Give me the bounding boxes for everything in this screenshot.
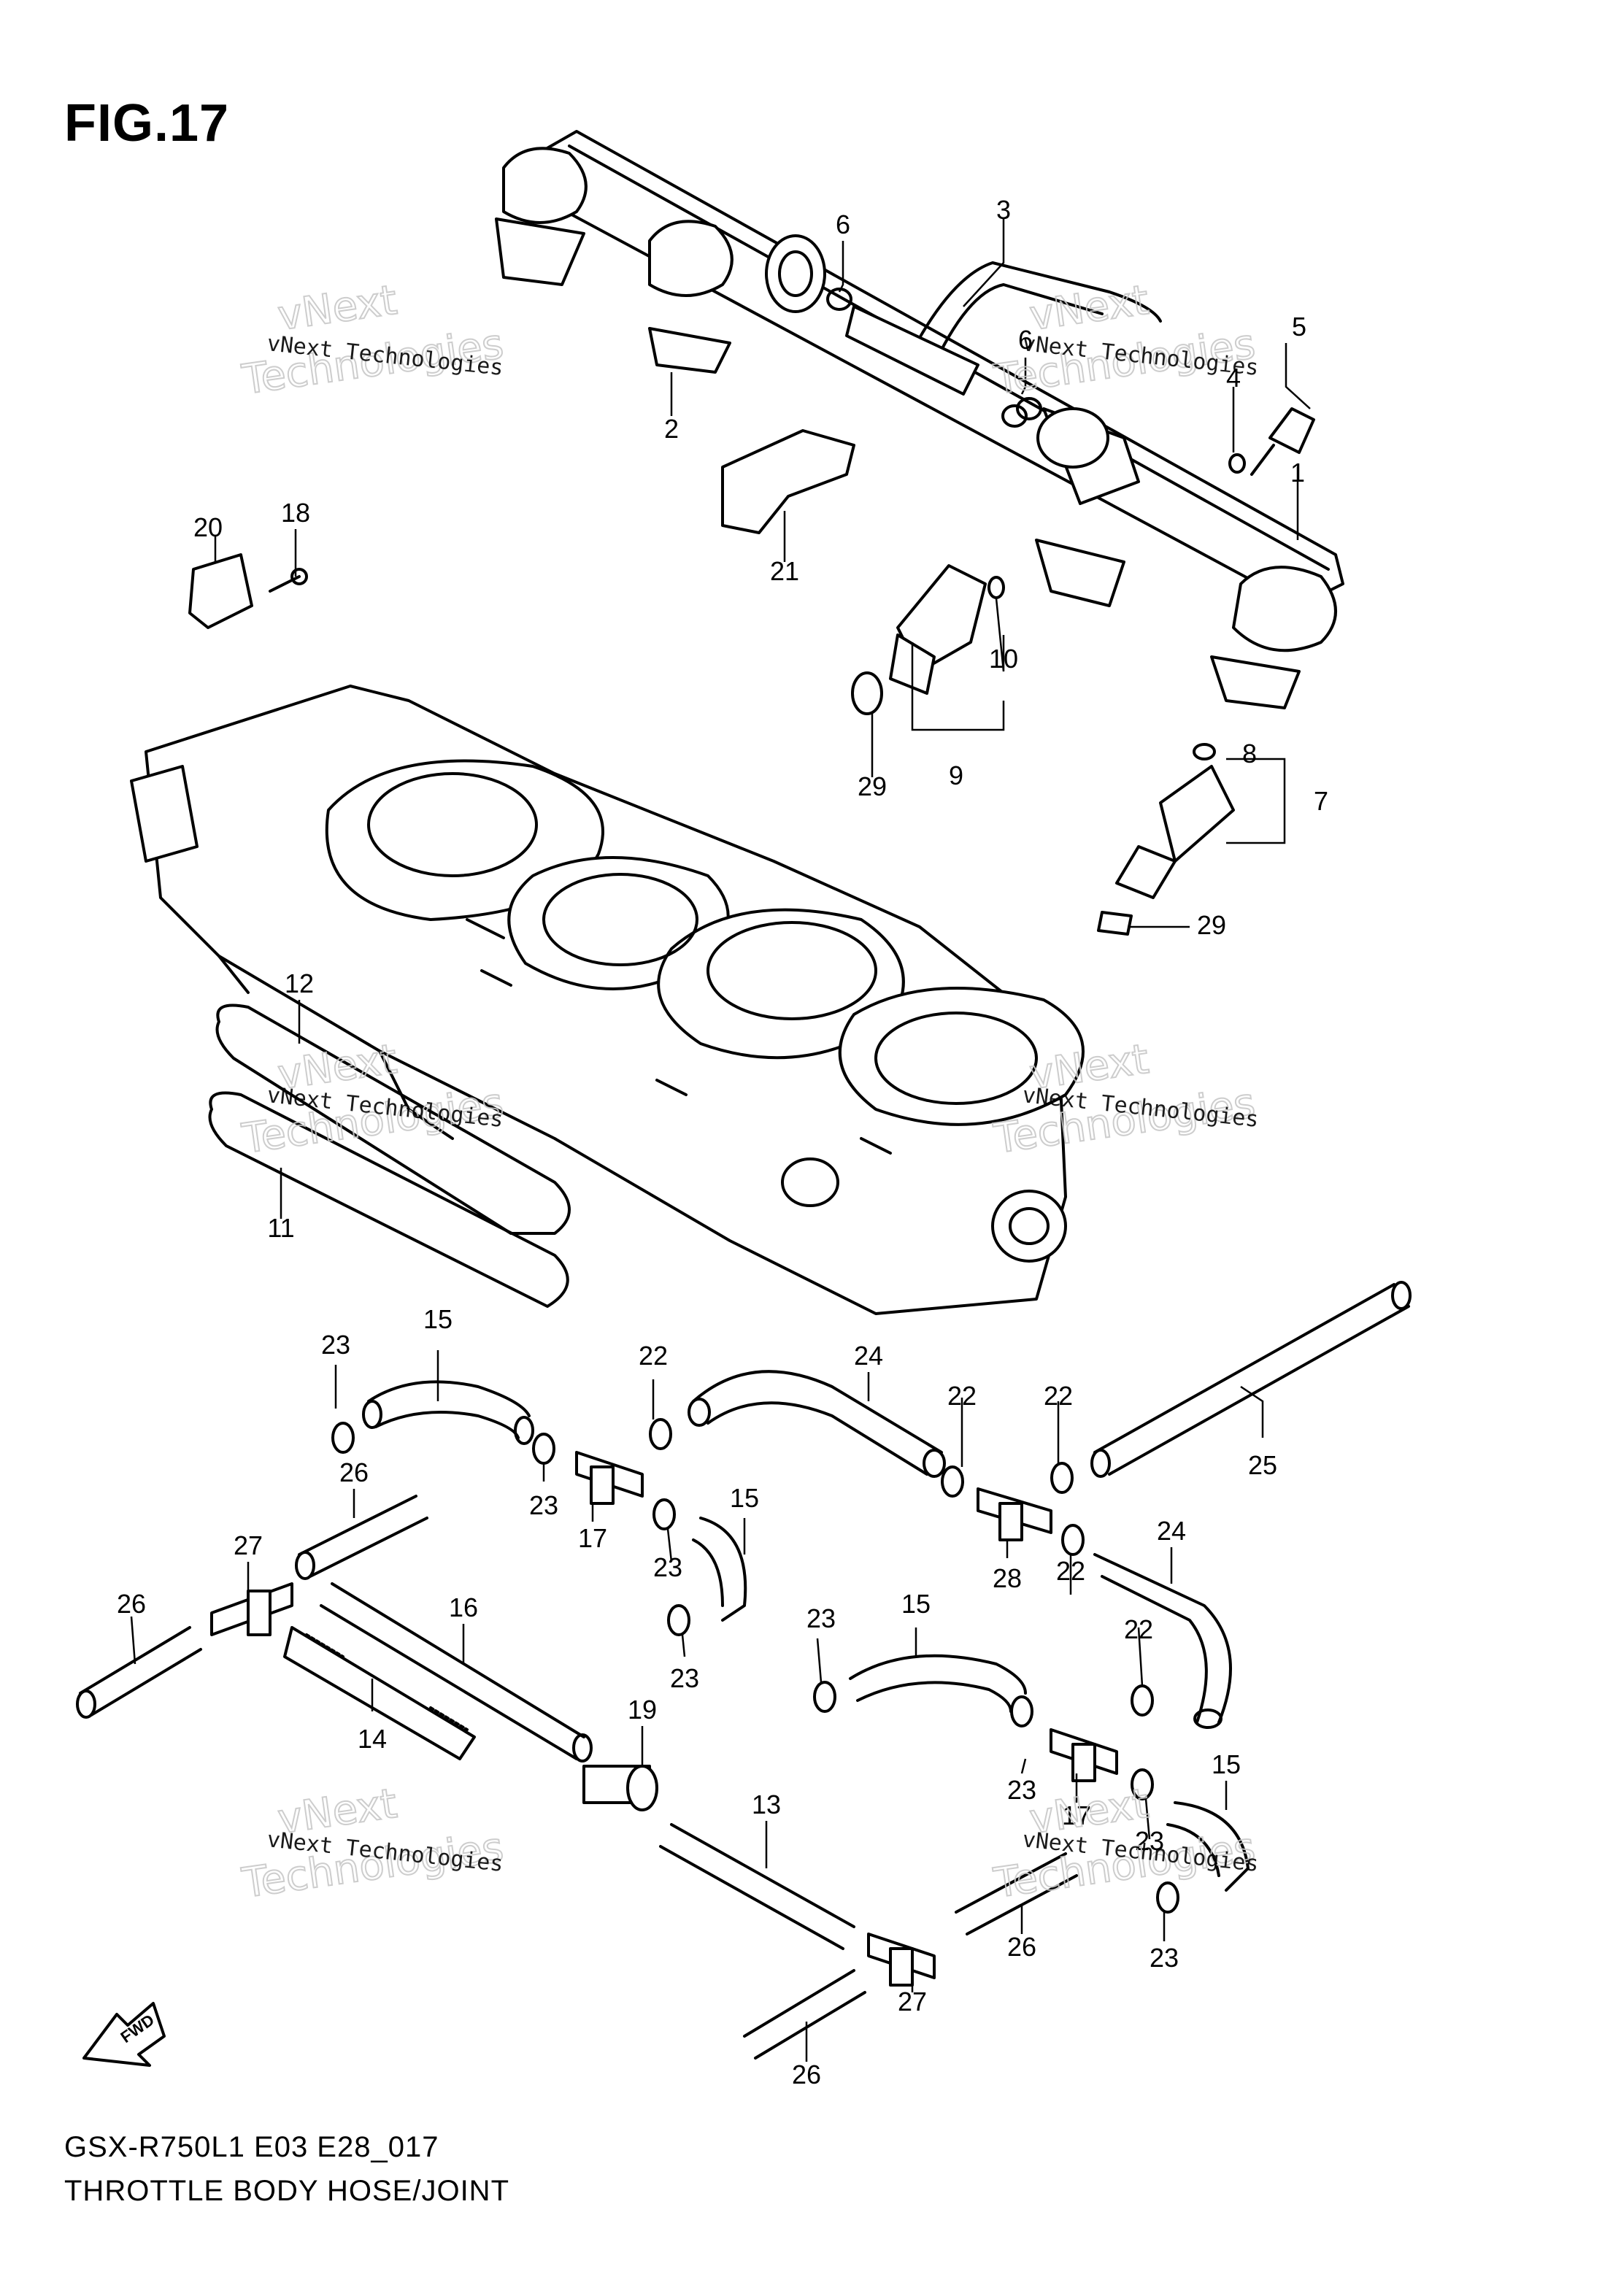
callout-27: 27 xyxy=(234,1530,263,1560)
callout-22: 22 xyxy=(1044,1381,1073,1411)
callout-14: 14 xyxy=(358,1724,387,1754)
callout-17: 17 xyxy=(1062,1800,1091,1830)
callout-6: 6 xyxy=(1018,325,1033,355)
callout-26: 26 xyxy=(792,2060,821,2089)
callout-21: 21 xyxy=(770,556,799,586)
fwd-arrow: FWD xyxy=(82,2002,166,2067)
callout-8: 8 xyxy=(1242,739,1257,768)
callout-6: 6 xyxy=(836,209,850,239)
callout-15: 15 xyxy=(1212,1749,1241,1779)
watermark-big-top: vNext xyxy=(275,277,400,340)
callout-23: 23 xyxy=(1135,1826,1164,1856)
callout-27: 27 xyxy=(898,1987,927,2016)
callout-15: 15 xyxy=(423,1304,453,1334)
callout-23: 23 xyxy=(321,1330,350,1360)
callout-2: 2 xyxy=(664,414,679,444)
callout-23: 23 xyxy=(1007,1775,1036,1805)
callout-3: 3 xyxy=(996,195,1011,225)
callout-24: 24 xyxy=(1157,1516,1186,1546)
callout-19: 19 xyxy=(628,1695,657,1725)
callout-12: 12 xyxy=(285,968,314,998)
lower-hoses-and-joints xyxy=(76,1281,1412,2060)
callout-15: 15 xyxy=(901,1589,931,1619)
callout-7: 7 xyxy=(1314,786,1328,816)
callout-26: 26 xyxy=(339,1457,369,1487)
callout-18: 18 xyxy=(281,498,310,528)
section-name: THROTTLE BODY HOSE/JOINT xyxy=(64,2175,509,2207)
callout-23: 23 xyxy=(1150,1943,1179,1973)
callout-17: 17 xyxy=(578,1523,607,1553)
callout-29: 29 xyxy=(1197,910,1226,940)
callout-4: 4 xyxy=(1226,363,1241,393)
callout-15: 15 xyxy=(730,1483,759,1513)
callout-numbers: 1234566789101112131415151515161717181920… xyxy=(117,195,1328,2089)
callout-22: 22 xyxy=(947,1381,977,1411)
callout-22: 22 xyxy=(1056,1556,1085,1586)
callout-5: 5 xyxy=(1292,312,1306,342)
callout-26: 26 xyxy=(1007,1932,1036,1962)
callout-13: 13 xyxy=(752,1790,781,1819)
figure-title: FIG.17 xyxy=(64,94,230,153)
callout-23: 23 xyxy=(653,1552,682,1582)
callout-22: 22 xyxy=(1124,1614,1153,1644)
callout-29: 29 xyxy=(858,771,887,801)
callout-28: 28 xyxy=(993,1563,1022,1593)
callout-25: 25 xyxy=(1248,1450,1277,1480)
callout-23: 23 xyxy=(529,1490,558,1520)
callout-26: 26 xyxy=(117,1589,146,1619)
callout-11: 11 xyxy=(267,1213,294,1243)
hose-set-11-12 xyxy=(208,1003,571,1308)
callout-20: 20 xyxy=(193,512,223,542)
watermark-big-top: vNext xyxy=(1027,277,1152,340)
model-code: GSX-R750L1 E03 E28_017 xyxy=(64,2131,439,2163)
callout-23: 23 xyxy=(806,1603,836,1633)
callout-16: 16 xyxy=(449,1592,478,1622)
callout-22: 22 xyxy=(639,1341,668,1371)
callout-24: 24 xyxy=(854,1341,883,1371)
callout-10: 10 xyxy=(989,644,1018,674)
callout-23: 23 xyxy=(670,1663,699,1693)
leader-lines xyxy=(130,219,1311,2062)
throttle-body xyxy=(130,685,1085,1315)
fuel-rail-assembly xyxy=(188,130,1344,936)
callout-9: 9 xyxy=(949,760,963,790)
callout-1: 1 xyxy=(1290,458,1305,488)
